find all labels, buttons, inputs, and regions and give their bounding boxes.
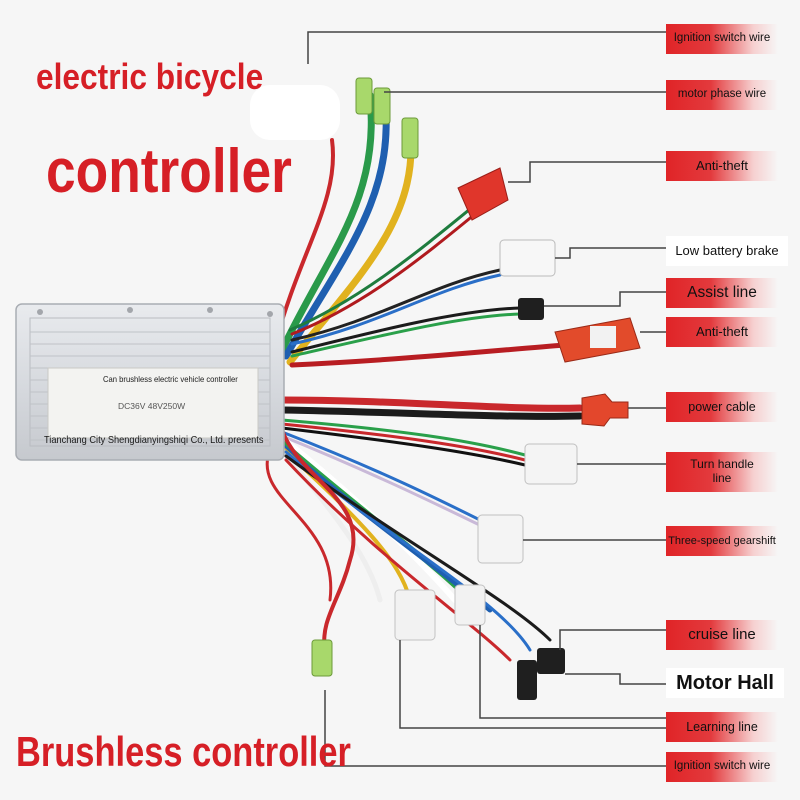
label-ignition-switch-bottom: Ignition switch wire — [666, 752, 778, 782]
wire-harness — [265, 91, 584, 662]
label-low-battery-brake: Low battery brake — [666, 236, 788, 266]
label-motor-hall: Motor Hall — [666, 668, 784, 698]
label-cruise-line: cruise line — [666, 620, 778, 650]
label-anti-theft-1: Anti-theft — [666, 151, 778, 181]
box-company: Tianchang City Shengdianyingshiqi Co., L… — [44, 434, 264, 446]
controller-box — [15, 303, 285, 461]
title-highlight — [250, 85, 340, 140]
label-turn-handle: Turn handle line — [666, 452, 778, 492]
box-caption: Can brushless electric vehicle controlle… — [103, 374, 238, 384]
label-three-speed: Three-speed gearshift — [666, 526, 778, 556]
box-voltage: DC36V 48V250W — [118, 401, 186, 411]
leader-lines — [307, 31, 666, 767]
label-learning-line: Learning line — [666, 712, 778, 742]
label-power-cable: power cable — [666, 392, 778, 422]
label-ignition-switch-top: Ignition switch wire — [666, 24, 778, 54]
label-motor-phase: motor phase wire — [666, 80, 778, 110]
title-line-2: controller — [46, 137, 292, 206]
connectors — [311, 77, 641, 700]
label-anti-theft-2: Anti-theft — [666, 317, 778, 347]
title-line-1: electric bicycle — [36, 56, 264, 97]
label-assist-line: Assist line — [666, 278, 778, 308]
bottom-title: Brushless controller — [16, 728, 351, 775]
